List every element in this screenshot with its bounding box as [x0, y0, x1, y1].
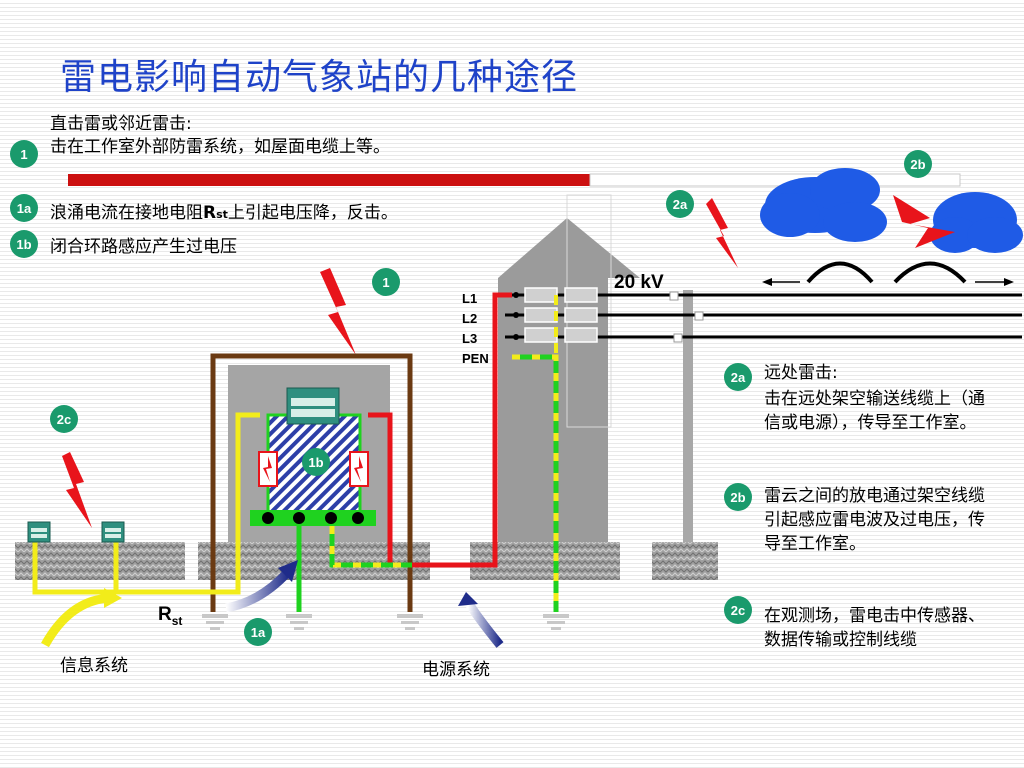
badge-2a-side: 2a — [724, 363, 752, 391]
ground-symbol-icon — [286, 614, 312, 630]
lightning-bolt-icon — [706, 198, 738, 268]
badge-1a: 1a — [10, 194, 38, 222]
note-1-line2: 击在工作室外部防雷系统，如屋面电缆上等。 — [50, 137, 390, 157]
lightning-bolt-icon — [62, 452, 92, 528]
utility-pole — [683, 290, 693, 542]
lightning-bolt-icon — [893, 195, 955, 248]
header-bar-extension — [589, 173, 961, 187]
badge-2c-lightning: 2c — [50, 405, 78, 433]
note-1a-sub: st — [216, 208, 228, 221]
side-2a-title: 远处雷击: — [764, 363, 838, 383]
fuse-box — [524, 327, 558, 343]
phase-label-l3: L3 — [462, 331, 478, 346]
badge-1b-loop: 1b — [302, 448, 330, 476]
ground-strip — [652, 542, 718, 580]
phase-label-l1: L1 — [462, 291, 478, 306]
note-1a-pre: 浪涌电流在接地电阻 — [50, 203, 203, 223]
note-1a-post: 上引起电压降，反击。 — [227, 203, 398, 223]
note-1a-r: R — [203, 203, 217, 223]
rst-label: Rst — [158, 604, 182, 628]
insulator — [673, 333, 683, 343]
fuse-box — [524, 307, 558, 323]
computer-icon — [286, 387, 340, 425]
insulator — [694, 311, 704, 321]
fuse-box — [524, 287, 558, 303]
arrow-icon — [464, 599, 504, 648]
rst-r: R — [158, 604, 172, 625]
cloud-icon — [930, 192, 1023, 253]
info-system-label: 信息系统 — [60, 656, 128, 676]
badge-2b-cloud: 2b — [904, 150, 932, 178]
surge-protector-icon — [258, 451, 278, 487]
fuse-box — [564, 307, 598, 323]
surge-wave-icon — [893, 261, 967, 284]
note-1-line1: 直击雷或邻近雷击: — [50, 114, 192, 134]
badge-2c-side: 2c — [724, 596, 752, 624]
info-cable — [32, 412, 260, 595]
badge-1a-ground: 1a — [244, 618, 272, 646]
power-system-label: 电源系统 — [422, 660, 490, 680]
fuse-box — [564, 327, 598, 343]
insulator — [669, 291, 679, 301]
sensor-icon — [101, 521, 125, 543]
arrow-icon — [225, 568, 292, 613]
ground-strip — [198, 542, 430, 580]
fuse-box — [564, 287, 598, 303]
badge-1: 1 — [10, 140, 38, 168]
ground-symbol-icon — [397, 614, 423, 630]
arrow-icon — [41, 593, 111, 648]
ground-strip — [15, 542, 185, 580]
badge-2a-lightning: 2a — [666, 190, 694, 218]
badge-1-lightning: 1 — [372, 268, 400, 296]
side-2b-text: 雷云之间的放电通过架空线缆引起感应雷电波及过电压，传导至工作室。 — [764, 486, 985, 554]
ground-symbol-icon — [202, 614, 228, 630]
surge-protector-icon — [349, 451, 369, 487]
ground-symbol-icon — [543, 614, 569, 630]
rst-sub: st — [171, 613, 183, 628]
phase-label-l2: L2 — [462, 311, 478, 326]
phase-label-pen: PEN — [462, 351, 489, 366]
sensor-icon — [27, 521, 51, 543]
surge-wave-icon — [806, 261, 874, 284]
note-1a: 浪涌电流在接地电阻Rst上引起电压降，反击。 — [50, 203, 398, 225]
equipotential-bar — [250, 510, 376, 526]
voltage-label: 20 kV — [614, 272, 664, 293]
pen-cable — [512, 354, 559, 612]
badge-2b-side: 2b — [724, 483, 752, 511]
note-1b: 闭合环路感应产生过电压 — [50, 237, 237, 257]
cloud-icon — [760, 168, 887, 242]
badge-1b: 1b — [10, 230, 38, 258]
house-roof — [498, 218, 640, 278]
side-2a-text: 击在远处架空输送线缆上（通信或电源），传导至工作室。 — [764, 389, 985, 433]
header-bar — [68, 174, 590, 186]
lightning-protection-conductor — [210, 353, 413, 612]
side-2c-text: 在观测场，雷电击中传感器、数据传输或控制线缆 — [764, 606, 985, 650]
page-title: 雷电影响自动气象站的几种途径 — [60, 57, 579, 98]
power-cable — [368, 292, 512, 568]
lightning-bolt-icon — [320, 268, 356, 355]
